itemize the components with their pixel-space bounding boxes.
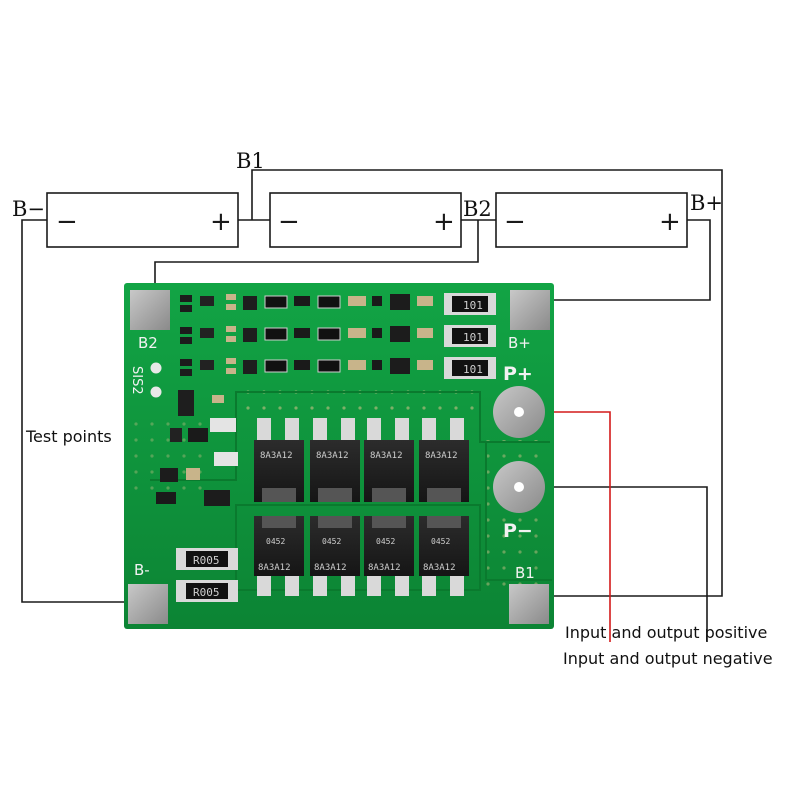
mosfet-bottom-1-label: 8A3A12 xyxy=(258,563,291,573)
mosfet-bottom-2-code: 0452 xyxy=(322,537,341,546)
silk-b-plus: B+ xyxy=(508,334,531,352)
b2-wire xyxy=(154,220,479,283)
silk-sis2: SIS2 xyxy=(129,366,144,395)
sense-resistor-2-label: R005 xyxy=(193,586,220,599)
sense-resistor-1-label: R005 xyxy=(193,554,220,567)
label-b1: B1 xyxy=(236,149,265,173)
b-plus-wire xyxy=(553,219,711,301)
mosfet-top-3-label: 8A3A12 xyxy=(370,451,403,461)
b-minus-wire xyxy=(21,219,124,603)
mosfet-bottom-2: 0452 8A3A12 xyxy=(310,516,360,596)
shunt-resistor-3: 101 xyxy=(444,357,496,379)
mosfet-bottom-3-label: 8A3A12 xyxy=(368,563,401,573)
p-plus-output-wire xyxy=(544,411,611,642)
mosfet-top-1-label: 8A3A12 xyxy=(260,451,293,461)
shunt-resistor-3-label: 101 xyxy=(463,363,483,376)
silk-b2: B2 xyxy=(138,334,158,352)
mosfet-bottom-1: 0452 8A3A12 xyxy=(254,516,304,596)
mosfet-top-4: 8A3A12 xyxy=(419,418,469,502)
smd-component-rows xyxy=(180,294,433,376)
test-points-label: Test points xyxy=(25,427,112,446)
mosfet-bottom-2-label: 8A3A12 xyxy=(314,563,347,573)
battery-cell-2: − + xyxy=(269,192,462,248)
mosfet-bottom-1-code: 0452 xyxy=(266,537,285,546)
pad-b2 xyxy=(130,290,170,330)
mosfet-bottom-4-code: 0452 xyxy=(431,537,450,546)
silk-b-minus: B- xyxy=(134,561,150,579)
shunt-resistor-2-label: 101 xyxy=(463,331,483,344)
cell-3-negative-sign: − xyxy=(504,207,526,237)
sense-resistor-2: R005 xyxy=(176,580,238,602)
cell-2-positive-sign: + xyxy=(433,207,455,237)
mosfet-top-1: 8A3A12 xyxy=(254,418,304,502)
mosfet-bottom-3-code: 0452 xyxy=(376,537,395,546)
pad-b1 xyxy=(509,584,549,624)
silk-p-plus: P+ xyxy=(503,363,533,385)
battery-cell-3: − + xyxy=(495,192,688,248)
mosfet-top-2: 8A3A12 xyxy=(310,418,360,502)
bms-board: B2 B+ P+ P− B- B1 SIS2 xyxy=(124,283,554,629)
silk-b1: B1 xyxy=(515,564,535,582)
mosfet-bottom-4: 0452 8A3A12 xyxy=(419,516,469,596)
mosfet-bottom-3: 0452 8A3A12 xyxy=(364,516,414,596)
p-minus-output-wire xyxy=(544,486,708,642)
cell-1-negative-sign: − xyxy=(56,207,78,237)
cell-1-positive-sign: + xyxy=(210,207,232,237)
cell-2-negative-sign: − xyxy=(278,207,300,237)
label-b-plus: B+ xyxy=(690,191,723,215)
pad-b-plus xyxy=(510,290,550,330)
test-point-1 xyxy=(150,362,162,374)
label-b-minus: B− xyxy=(12,197,45,221)
mosfet-top-3: 8A3A12 xyxy=(364,418,414,502)
mosfet-bottom-4-label: 8A3A12 xyxy=(423,563,456,573)
wiring xyxy=(21,169,723,642)
label-b2: B2 xyxy=(463,197,492,221)
mosfet-top-4-label: 8A3A12 xyxy=(425,451,458,461)
battery-cell-1: − + xyxy=(46,192,239,248)
test-point-2 xyxy=(150,386,162,398)
silk-p-minus: P− xyxy=(503,520,533,542)
sense-resistor-1: R005 xyxy=(176,548,238,570)
legend-negative: Input and output negative xyxy=(563,649,773,668)
pad-b-minus xyxy=(128,584,168,624)
mosfet-top-2-label: 8A3A12 xyxy=(316,451,349,461)
cell-3-positive-sign: + xyxy=(659,207,681,237)
shunt-resistor-2: 101 xyxy=(444,325,496,347)
shunt-resistor-1: 101 xyxy=(444,293,496,315)
shunt-resistor-1-label: 101 xyxy=(463,299,483,312)
b1-wire xyxy=(251,169,723,597)
legend-positive: Input and output positive xyxy=(565,623,767,642)
